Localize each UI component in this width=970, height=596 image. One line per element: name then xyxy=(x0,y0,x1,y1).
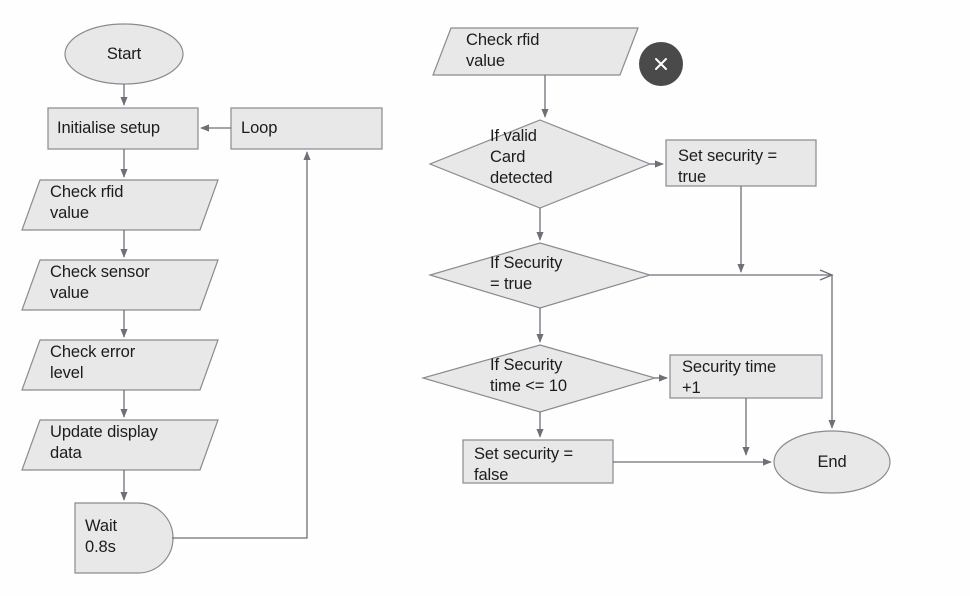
node-update-display-data xyxy=(21,419,219,471)
node-security-time-plus-one xyxy=(669,354,823,399)
node-end xyxy=(773,430,891,494)
node-check-rfid-value-2 xyxy=(432,27,639,76)
node-wait xyxy=(74,502,174,574)
node-start xyxy=(64,23,184,85)
edge-sectrue-junction-arrow xyxy=(819,269,834,281)
node-if-security-time xyxy=(420,344,658,413)
node-if-valid-card-detected xyxy=(428,119,652,209)
node-check-rfid-value xyxy=(21,179,219,231)
left-flowchart-group xyxy=(21,23,383,574)
node-set-security-true xyxy=(665,139,817,187)
edge-sectrue-to-end xyxy=(650,274,836,429)
edge-wait-to-loop xyxy=(172,151,311,539)
node-loop xyxy=(230,107,383,150)
node-if-security-true xyxy=(427,242,653,309)
node-check-sensor-value xyxy=(21,259,219,311)
node-initialise-setup xyxy=(47,107,199,150)
node-check-error-level xyxy=(21,339,219,391)
close-icon xyxy=(655,58,667,70)
close-button[interactable] xyxy=(639,42,683,86)
right-flowchart-group xyxy=(420,27,891,494)
node-set-security-false xyxy=(462,439,614,484)
